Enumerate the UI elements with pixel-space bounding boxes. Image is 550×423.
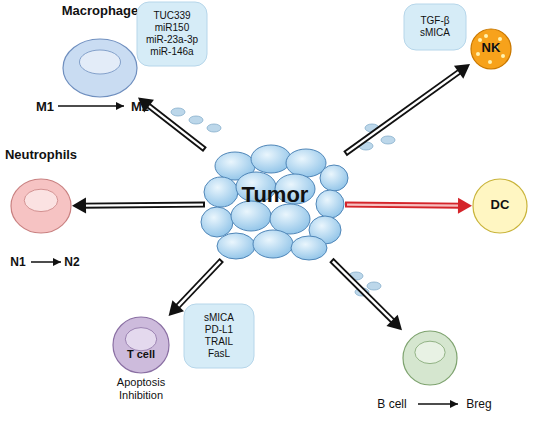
cell-outline — [403, 331, 457, 385]
arrow-connector — [345, 198, 472, 214]
cell-outline — [11, 179, 71, 233]
neutrophil-cell: Neutrophils — [10, 178, 72, 234]
arrow-shaft-inner — [333, 261, 394, 321]
cell-nucleus — [415, 341, 445, 363]
factor-bubble: TUC339miR150miR-23a-3pmiR-146a — [137, 2, 207, 66]
cell-shape — [62, 38, 138, 98]
transition-arrows — [31, 106, 458, 404]
granule — [488, 60, 492, 64]
nk-cell: NK — [470, 28, 512, 70]
arrow-shaft — [345, 205, 462, 206]
factor-text: FasL — [208, 348, 230, 360]
cell-nucleus — [125, 328, 156, 351]
cell-type-label: Breg — [466, 397, 491, 411]
arrow-connector — [331, 260, 402, 330]
cell-note: Apoptosis Inhibition — [106, 376, 176, 401]
factor-text: miR-23a-3p — [146, 34, 198, 46]
arrow-shaft-inner — [177, 261, 221, 307]
b-cell: B cell — [402, 330, 458, 386]
cell-outline — [473, 179, 527, 233]
arrow-shaft-inner — [84, 205, 203, 206]
arrow-head — [386, 315, 402, 331]
factor-bubble: sMICAPD-L1TRAILFasL — [184, 304, 254, 368]
vesicles — [171, 108, 395, 296]
granule — [501, 54, 505, 58]
arrow-shaft — [175, 260, 221, 309]
granule — [478, 38, 482, 42]
arrow-connector — [169, 260, 222, 316]
arrow-connector — [72, 198, 205, 214]
cell-label: NK — [470, 41, 512, 56]
cell-outline — [63, 39, 137, 97]
factor-text: miR-146a — [150, 46, 193, 58]
factor-text: TRAIL — [205, 336, 233, 348]
factor-text: sMICA — [420, 27, 450, 39]
cell-nucleus — [79, 50, 120, 74]
arrow-head — [454, 64, 470, 79]
factor-text: sMICA — [204, 312, 234, 324]
arrow-head — [169, 300, 184, 316]
bubble-outline — [137, 2, 207, 66]
cell-shape — [402, 330, 458, 386]
arrow-shaft — [331, 260, 395, 323]
cell-label: Tumor — [205, 182, 345, 207]
factor-text: TUC339 — [153, 10, 190, 22]
arrow-shaft-inner — [147, 105, 203, 148]
arrow-head — [458, 198, 472, 214]
cell-label: Neutrophils — [0, 148, 86, 163]
arrow-shaft — [82, 205, 205, 206]
arrow-connector — [345, 64, 470, 154]
arrow-shaft — [345, 70, 462, 154]
factor-text: TGF-β — [420, 15, 449, 27]
phenotype-label: N2 — [64, 255, 79, 269]
arrow-shaft-inner — [347, 71, 461, 153]
arrow-shaft-inner — [347, 205, 460, 206]
factor-bubble: TGF-βsMICA — [404, 4, 466, 50]
tumor-cells — [201, 145, 348, 260]
macrophage-cell: Macrophage — [62, 38, 138, 98]
cell-label: T cell — [112, 348, 170, 361]
cell-outline — [113, 317, 169, 373]
cell-label: B cell — [362, 398, 422, 412]
arrow-shaft — [146, 104, 205, 150]
factor-text: miR150 — [155, 22, 189, 34]
arrow-head — [72, 198, 86, 214]
phenotype-label: M1 — [36, 99, 54, 114]
cell-label: DC — [472, 198, 528, 213]
granule — [484, 34, 488, 38]
bubble-outline — [404, 4, 466, 50]
bubble-outline — [184, 304, 254, 368]
t-cell: T cellApoptosis Inhibition — [112, 316, 170, 374]
cell-shape — [112, 316, 170, 374]
phenotype-label: M2 — [131, 99, 149, 114]
granule — [476, 52, 480, 56]
factor-text: PD-L1 — [205, 324, 233, 336]
dendritic-cell: DC — [472, 178, 528, 234]
cell-shape — [10, 178, 72, 234]
cell-outline — [471, 29, 511, 69]
phenotype-label: N1 — [10, 255, 25, 269]
tumor-cluster: Tumor — [205, 148, 345, 260]
cell-nucleus — [24, 189, 57, 211]
